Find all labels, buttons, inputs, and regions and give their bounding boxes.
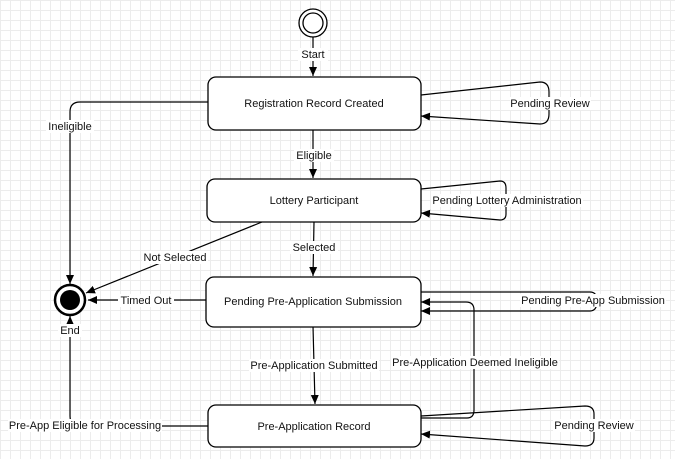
state-label: Pre-Application Record — [257, 421, 370, 433]
label-pending-review-bottom: Pending Review — [553, 419, 635, 432]
label-pre-application-submitted: Pre-Application Submitted — [249, 359, 379, 372]
svg-text:Pre-Application Deemed Ineligi: Pre-Application Deemed Ineligible — [392, 357, 558, 369]
label-pre-app-eligible-for-processing: Pre-App Eligible for Processing — [8, 419, 162, 432]
state-label: Pending Pre-Application Submission — [224, 296, 402, 308]
label-not-selected: Not Selected — [142, 251, 208, 264]
state-pending-pre-application-submission: Pending Pre-Application Submission — [205, 276, 422, 328]
svg-text:Timed Out: Timed Out — [121, 295, 172, 307]
state-pre-application-record: Pre-Application Record — [207, 404, 422, 448]
state-label: Lottery Participant — [270, 195, 359, 207]
svg-text:Pending Lottery Administration: Pending Lottery Administration — [432, 195, 581, 207]
state-label: Registration Record Created — [244, 98, 383, 110]
svg-text:Pre-Application Submitted: Pre-Application Submitted — [250, 360, 377, 372]
label-end: End — [58, 324, 82, 337]
label-eligible: Eligible — [294, 149, 334, 162]
svg-text:Ineligible: Ineligible — [48, 121, 91, 133]
label-pending-review-top: Pending Review — [510, 97, 591, 110]
label-timed-out: Timed Out — [118, 294, 174, 307]
label-start: Start — [298, 48, 328, 61]
label-ineligible: Ineligible — [46, 120, 94, 133]
svg-text:Not Selected: Not Selected — [144, 252, 207, 264]
state-registration-record-created: Registration Record Created — [207, 76, 422, 131]
label-pending-pre-app-submission: Pending Pre-App Submission — [520, 294, 666, 307]
end-node — [53, 283, 87, 317]
edge-pre-app-record-to-end — [66, 316, 208, 427]
label-pre-application-deemed-ineligible: Pre-Application Deemed Ineligible — [391, 356, 559, 369]
edge-registration-to-end — [66, 101, 208, 284]
svg-text:Pre-App Eligible for Processin: Pre-App Eligible for Processing — [9, 420, 161, 432]
svg-text:End: End — [60, 325, 80, 337]
state-lottery-participant: Lottery Participant — [206, 178, 422, 223]
svg-text:Eligible: Eligible — [296, 150, 331, 162]
svg-text:Start: Start — [301, 49, 324, 61]
svg-text:Selected: Selected — [293, 242, 336, 254]
svg-text:Pending Pre-App Submission: Pending Pre-App Submission — [521, 295, 665, 307]
label-pending-lottery-administration: Pending Lottery Administration — [431, 194, 583, 207]
label-selected: Selected — [290, 241, 338, 254]
start-node — [298, 8, 328, 38]
svg-text:Pending Review: Pending Review — [510, 98, 590, 110]
svg-text:Pending Review: Pending Review — [554, 420, 634, 432]
